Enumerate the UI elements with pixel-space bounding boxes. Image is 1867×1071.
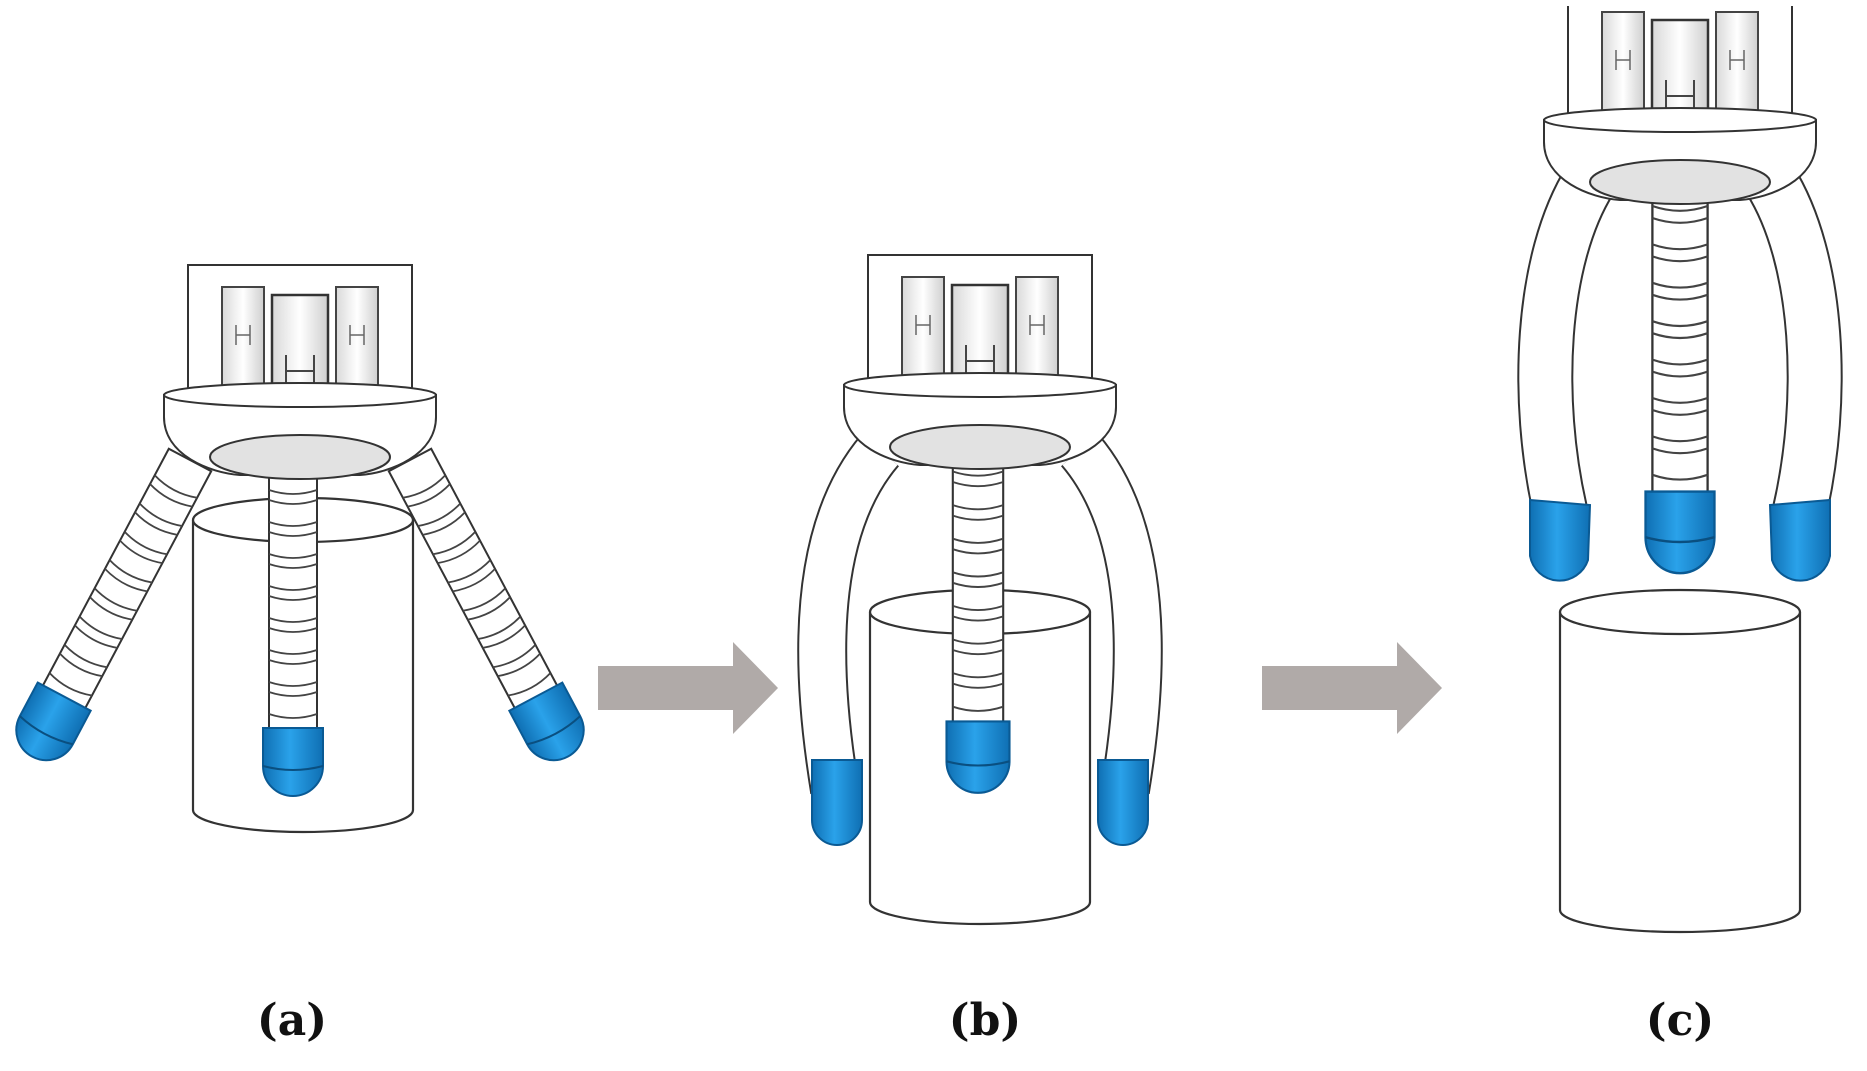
- object-cylinder-c: [1558, 588, 1802, 934]
- arrow-b-to-c: [1262, 642, 1442, 734]
- panel-label-c: (c): [1646, 995, 1714, 1046]
- finger-right-a: [382, 444, 596, 772]
- panel-label-b: (b): [949, 995, 1021, 1046]
- finger-center-c: [1644, 168, 1716, 575]
- gripper-hand-a: [162, 263, 438, 481]
- gripper-hand-c: [1542, 0, 1818, 206]
- finger-center-b: [945, 438, 1011, 794]
- arrow-a-to-b: [598, 642, 778, 734]
- panel-c: (c): [1517, 0, 1843, 1046]
- finger-left-c: [1517, 165, 1615, 582]
- finger-left-b: [797, 433, 900, 846]
- finger-right-b: [1060, 433, 1163, 846]
- panel-label-a: (a): [257, 995, 327, 1046]
- finger-right-c: [1745, 165, 1843, 582]
- panel-b: (b): [797, 253, 1163, 1046]
- panel-a: (a): [4, 263, 596, 1046]
- finger-left-a: [4, 444, 218, 772]
- gripper-hand-b: [842, 253, 1118, 471]
- finger-center-a: [262, 459, 324, 797]
